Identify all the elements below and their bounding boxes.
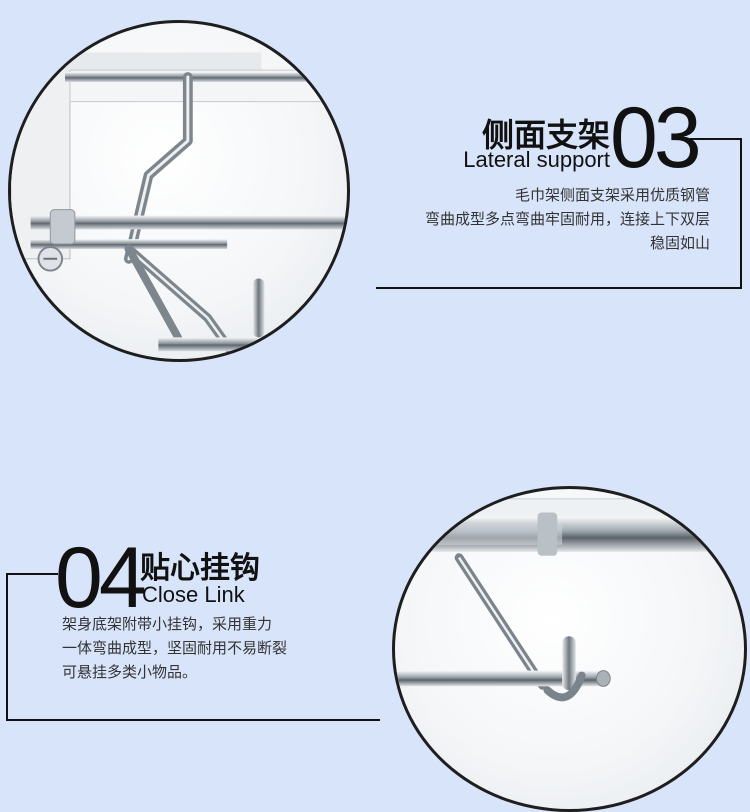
description-line: 可悬挂多类小物品。 (62, 663, 198, 681)
section-03-description: 毛巾架侧面支架采用优质钢管 弯曲成型多点弯曲牢固耐用，连接上下双层 稳固如山 (340, 183, 710, 255)
section-03-title-en: Lateral support (463, 147, 610, 172)
section-03-title-cn: 侧面支架 (481, 116, 610, 154)
section-03-number: 03 (610, 90, 702, 186)
section-04-frame-bottom (6, 719, 380, 721)
section-03-frame-bottom (376, 287, 742, 289)
section-04-title-cn: 贴心挂钩 (140, 551, 260, 586)
side-bracket-photo (8, 20, 350, 362)
section-04-title-en: Close Link (142, 582, 245, 607)
hook-photo (392, 486, 747, 812)
section-03-frame-right (740, 138, 742, 289)
description-line: 一体弯曲成型，坚固耐用不易断裂 (62, 639, 288, 657)
description-line: 毛巾架侧面支架采用优质钢管 (514, 186, 710, 204)
section-03-frame-top (690, 138, 742, 140)
description-line: 弯曲成型多点弯曲牢固耐用，连接上下双层 (424, 210, 710, 228)
hook-illustration (395, 498, 744, 702)
section-04-frame-left (6, 573, 8, 721)
section-04-description: 架身底架附带小挂钩，采用重力 一体弯曲成型，坚固耐用不易断裂 可悬挂多类小物品。 (62, 612, 362, 684)
section-04-number: 04 (55, 530, 147, 626)
description-line: 架身底架附带小挂钩，采用重力 (62, 615, 273, 633)
description-line: 稳固如山 (649, 234, 710, 252)
side-bracket-illustration (11, 52, 347, 359)
section-04-frame-top (6, 573, 58, 575)
